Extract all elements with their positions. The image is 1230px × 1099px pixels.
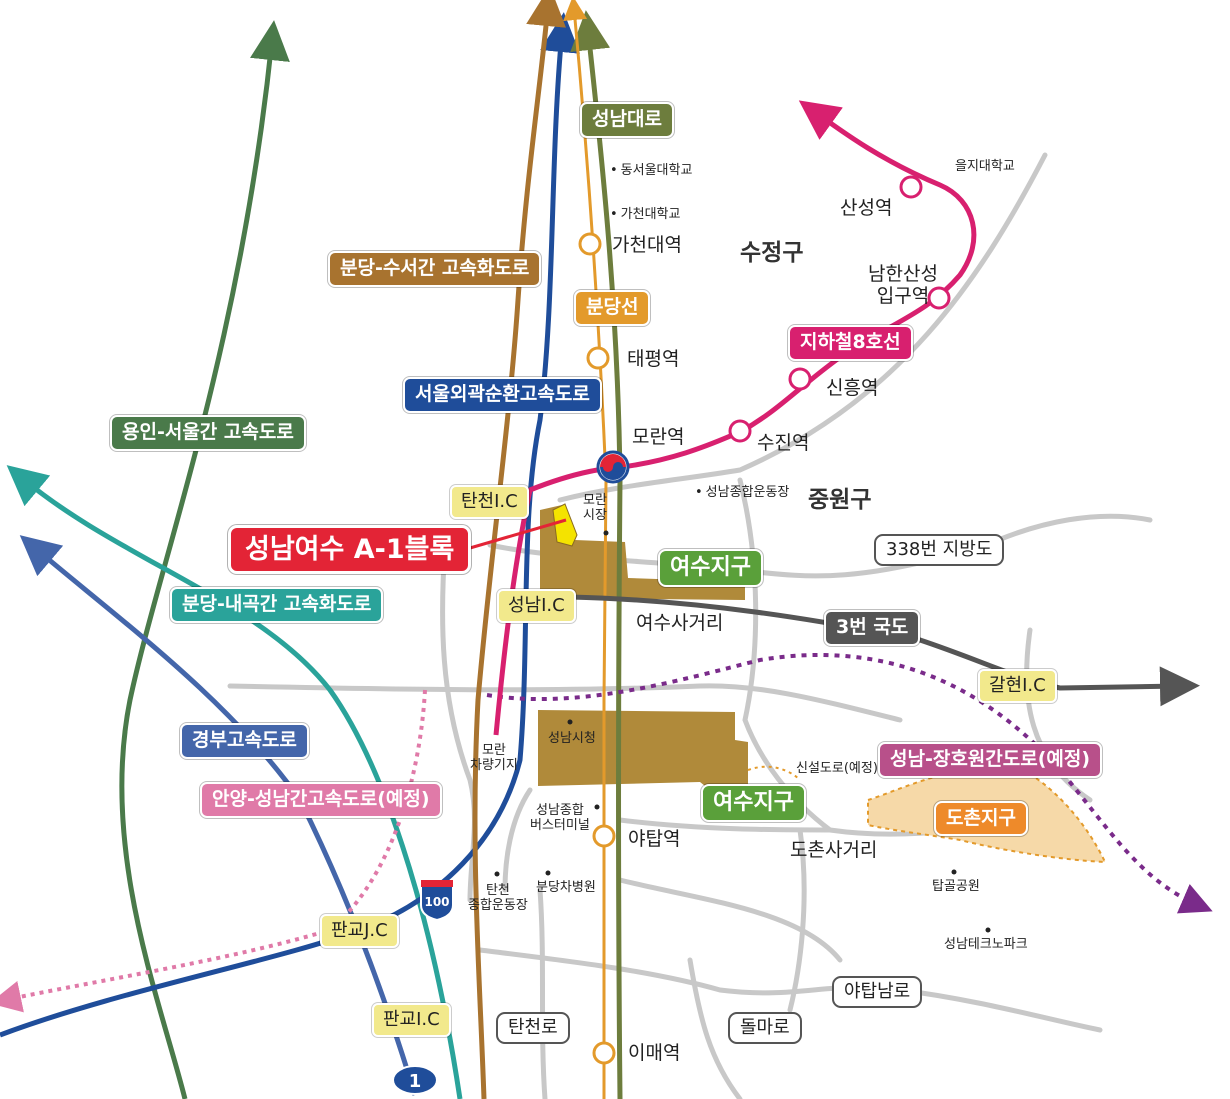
dongseoul-univ-text: 동서울대학교: [620, 163, 693, 178]
moran-transfer-icon: [596, 450, 630, 484]
tancheon-ic-label: 탄천I.C: [450, 485, 529, 519]
bundang-line-label: 분당선: [574, 290, 651, 326]
seongnam-yeosu-a1-block-label: 성남여수 A-1블록: [228, 525, 472, 574]
bundang-naegok-expressway-label: 분당-내곡간 고속화도로: [170, 587, 384, 623]
yongin-seoul-expressway-label: 용인-서울간 고속도로: [110, 415, 306, 451]
techno-park-label: 성남테크노파크: [944, 937, 1028, 952]
tancheon-sports-label: 탄천 종합운동장: [468, 883, 528, 914]
taepyeong-station-label: 태평역: [627, 348, 680, 370]
moran-depot-label: 모란 차량기지: [470, 743, 518, 774]
seongnam-jangho-road-label: 성남-장호원간도로(예정): [878, 742, 1103, 778]
imae-station-label: 이매역: [628, 1042, 681, 1064]
yeosu-crossroad-label: 여수사거리: [636, 612, 724, 634]
poi-dots: [494, 530, 991, 933]
subway-line-8: [493, 100, 977, 736]
eulji-univ-label: 을지대학교: [955, 159, 1015, 174]
expressway-100-shield-icon: 100: [420, 880, 454, 922]
expressway-100-number: 100: [424, 895, 449, 909]
moran-depot-text: 모란 차량기지: [470, 743, 518, 773]
gyeongbu-expressway: [19, 535, 418, 1096]
yatap-station-marker: [592, 824, 616, 848]
outer-ring-expressway: [0, 12, 581, 1038]
bundang-line-stations: [578, 232, 616, 1065]
expressway-1-shield-icon: 1: [392, 1065, 438, 1095]
sports-complex-text: 성남종합운동장: [705, 485, 790, 500]
bus-terminal-label: 성남종합 버스터미널: [530, 803, 590, 834]
sinheung-station-label: 신흥역: [826, 377, 879, 399]
new-road-dotted: [747, 765, 801, 781]
yatap-nam-ro-label: 야탑남로: [832, 976, 923, 1008]
sujin-station-label: 수진역: [757, 432, 810, 454]
sanseong-station-label: 산성역: [840, 197, 893, 219]
namhansanseong-station-text: 남한산성 입구역: [868, 263, 938, 307]
subway-line8-label: 지하철8호선: [788, 325, 913, 361]
namhansanseong-station-label: 남한산성 입구역: [868, 263, 938, 308]
moran-market-text: 모란 시장: [583, 493, 607, 523]
sports-complex-label: 성남종합운동장: [695, 485, 790, 500]
city-hall-label: 성남시청: [548, 731, 596, 746]
seongnam-daero: [570, 10, 623, 1099]
yatap-station-label: 야탑역: [628, 828, 681, 850]
line8-stations: [728, 175, 951, 443]
route338-label: 338번 지방도: [874, 534, 1005, 566]
yeosu-district-north: [540, 505, 745, 600]
gyeongbu-expressway-label: 경부고속도로: [180, 723, 309, 759]
gachon-station-label: 가천대역: [612, 234, 682, 256]
a1-block-site: [552, 503, 578, 547]
bus-terminal-text: 성남종합 버스터미널: [530, 803, 590, 833]
imae-station-marker: [592, 1041, 616, 1065]
tancheon-ro-label: 탄천로: [496, 1012, 570, 1044]
yongin-seoul-expressway: [119, 20, 290, 1099]
pangyo-jc-label: 판교J.C: [320, 914, 399, 948]
bundang-suseo-expressway-label: 분당-수서간 고속화도로: [328, 251, 542, 287]
sinheung-station-marker: [788, 367, 812, 391]
yeosu-district-south-label: 여수지구: [701, 784, 806, 822]
route3-label: 3번 국도: [824, 610, 921, 646]
tancheon-sports-text: 탄천 종합운동장: [468, 883, 528, 913]
seongnam-ic-label: 성남I.C: [497, 589, 576, 623]
galhyeon-ic-label: 갈현I.C: [978, 669, 1057, 703]
taepyeong-station-marker: [586, 346, 610, 370]
seongnam-daero-label: 성남대로: [580, 102, 674, 138]
expressway-1-number: 1: [409, 1071, 422, 1092]
pangyo-ic-label: 판교I.C: [372, 1003, 451, 1037]
bundang-hospital-label: 분당차병원: [536, 880, 596, 895]
sujin-station-marker: [728, 419, 752, 443]
sujeong-gu-label: 수정구: [740, 240, 804, 266]
dochon-crossroad-label: 도촌사거리: [790, 839, 878, 861]
bundang-naegok-expressway: [6, 465, 463, 1099]
jungwon-gu-label: 중원구: [808, 487, 872, 513]
anyang-seongnam-expressway-label: 안양-성남간고속도로(예정): [200, 782, 442, 818]
yeosu-district-south: [538, 710, 748, 790]
gachon-univ-text: 가천대학교: [620, 207, 681, 222]
gachon-station-marker: [578, 232, 602, 256]
dolma-ro-label: 돌마로: [728, 1012, 802, 1044]
outer-ring-expressway-label: 서울외곽순환고속도로: [403, 377, 602, 413]
moran-market-label: 모란 시장: [583, 493, 607, 524]
tapgol-park-label: 탑골공원: [932, 879, 980, 894]
yeosu-district-north-label: 여수지구: [658, 549, 763, 587]
new-road-label: 신설도로(예정): [796, 761, 878, 776]
sanseong-station-marker: [899, 175, 923, 199]
dochon-district-label: 도촌지구: [934, 801, 1028, 836]
moran-station-label: 모란역: [632, 426, 685, 448]
gachon-univ-label: 가천대학교: [610, 207, 681, 222]
dongseoul-univ-label: 동서울대학교: [610, 163, 693, 178]
highlight-pointer-line: [469, 518, 567, 550]
namhansanseong-station-marker: [927, 286, 951, 310]
